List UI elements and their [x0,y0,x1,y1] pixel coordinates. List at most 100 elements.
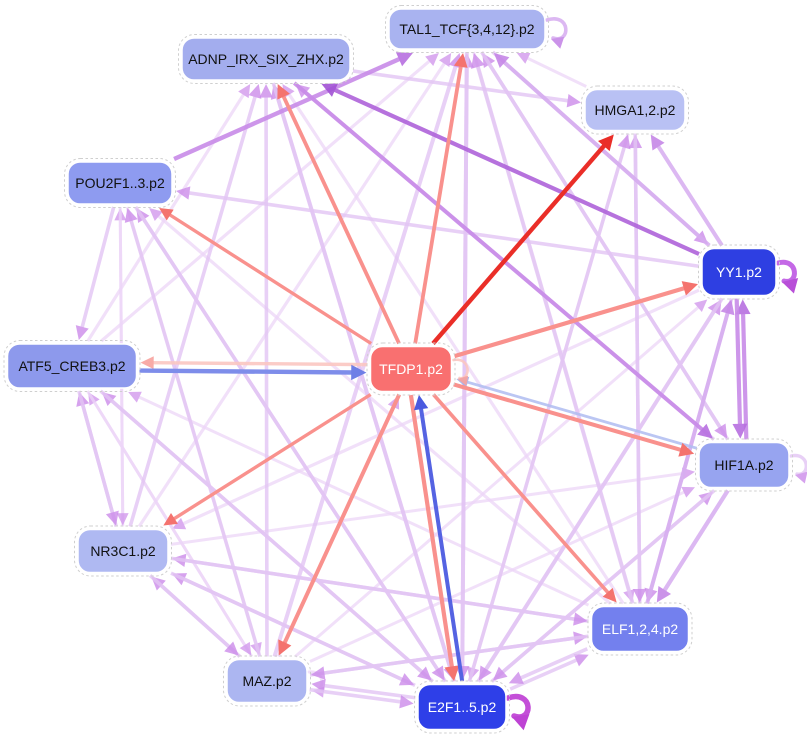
edge-yy1-adnp [321,83,700,256]
edge-e2f-tfdp [413,394,465,682]
arrowhead-icon [321,83,339,97]
node-box [67,161,173,205]
edge-elf-yy1 [645,299,735,605]
node-hif[interactable]: HIF1A.p2 [695,438,793,492]
node-nr3c[interactable]: NR3C1.p2 [74,525,172,577]
arrowhead-icon [735,299,751,315]
arrowhead-icon [239,641,252,656]
edge-elf-atf5 [128,391,590,607]
edge-nr3c-elf [170,556,588,626]
edge-elf-pou [149,208,612,605]
arrowhead-icon [75,325,89,340]
node-label: NR3C1.p2 [90,543,156,559]
node-label: HMGA1,2.p2 [595,102,676,118]
edge-hif-elf [656,489,730,603]
edge-maz-e2f [309,687,414,709]
self-loop-tfdp [452,358,469,386]
node-tal[interactable]: TAL1_TCF{3,4,12}.p2 [385,5,549,53]
arrowhead-icon [116,513,129,526]
arrowhead-icon [512,714,530,731]
node-selection-outline [414,680,510,734]
arrowhead-icon [617,134,631,150]
arrowhead-icon [238,84,251,99]
arrowhead-icon [176,186,191,200]
edge-adnp-hmga [352,69,581,108]
node-selection-outline [581,85,689,135]
edge-nr3c-e2f [170,571,414,686]
edge-hif-e2f [492,489,716,681]
arrowhead-icon [782,278,799,294]
arrowhead-icon [431,665,445,681]
arrowhead-icon [278,639,292,656]
edge-tfdp-e2f [408,394,460,682]
node-box [417,683,507,731]
node-layer: TAL1_TCF{3,4,12}.p2ADNP_IRX_SIX_ZHX.p2HM… [3,5,793,734]
edge-tfdp-elf [432,393,617,603]
edge-yy1-hmga [650,134,724,247]
node-yy1[interactable]: YY1.p2 [698,244,780,300]
node-label: TAL1_TCF{3,4,12}.p2 [399,21,534,37]
node-box [584,88,686,132]
edge-tfdp-nr3c [163,393,372,526]
node-tfdp[interactable]: TFDP1.p2 [366,342,456,396]
node-box [77,528,169,574]
edge-tfdp-tal [413,53,468,344]
node-label: E2F1..5.p2 [428,699,497,715]
edge-atf5-tfdp [139,364,367,381]
node-pou[interactable]: POU2F1..3.p2 [64,158,176,208]
node-box [701,247,777,297]
arrowhead-icon [149,208,163,221]
arrowhead-icon [795,471,807,484]
node-hmga[interactable]: HMGA1,2.p2 [581,85,689,135]
arrowhead-icon [311,679,326,693]
node-adnp[interactable]: ADNP_IRX_SIX_ZHX.p2 [178,34,354,84]
arrowhead-icon [425,53,439,66]
arrowhead-icon [248,84,262,99]
arrowhead-icon [417,666,432,681]
arrowhead-icon [399,695,414,709]
arrowhead-icon [311,666,326,680]
edge-hmga-tal [516,52,587,88]
arrowhead-icon [492,666,508,681]
arrowhead-icon [566,94,581,108]
node-e2f[interactable]: E2F1..5.p2 [414,680,510,734]
edge-tfdp-yy1 [453,281,698,359]
edge-elf-adnp [282,84,625,605]
arrowhead-icon [398,673,414,686]
self-loop-hif [789,453,807,484]
arrowhead-icon [413,394,429,411]
arrowhead-icon [602,587,617,603]
node-selection-outline [385,5,549,53]
edge-hif-tfdp [456,376,698,450]
arrowhead-icon [172,517,187,530]
arrowhead-icon [128,391,142,403]
arrowhead-icon [598,134,614,152]
arrowhead-icon [277,84,290,100]
arrowhead-icon [573,654,589,667]
edge-elf-e2f [508,647,589,684]
edge-atf5-nr3c [77,390,119,526]
edge-maz-hif [309,486,695,663]
self-loop-e2f [505,693,531,731]
node-box [388,8,546,50]
node-label: YY1.p2 [716,264,762,280]
node-label: ELF1,2,4.p2 [602,621,678,637]
node-box [590,605,690,653]
node-maz[interactable]: MAZ.p2 [223,655,311,707]
node-elf[interactable]: ELF1,2,4.p2 [587,602,693,656]
self-loop-tal [545,17,568,49]
arrowhead-icon [124,208,138,223]
arrowhead-icon [732,423,748,439]
edge-tfdp-hif [453,382,695,457]
node-selection-outline [695,438,793,492]
arrowhead-icon [697,423,713,439]
self-loop-yy1 [775,259,799,294]
arrowhead-icon [681,486,695,498]
node-box [369,345,453,393]
edge-e2f-elf [509,654,589,691]
edge-yy1-hif [732,298,748,439]
node-label: ADNP_IRX_SIX_ZHX.p2 [188,51,344,67]
node-atf5[interactable]: ATF5_CREB3.p2 [3,340,141,392]
